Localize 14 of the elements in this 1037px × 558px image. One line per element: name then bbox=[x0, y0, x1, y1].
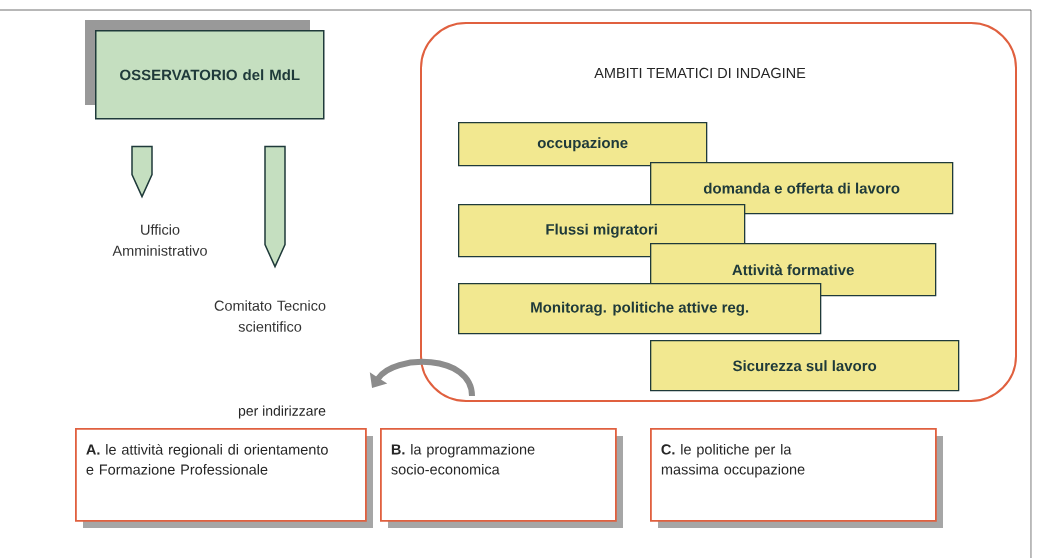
goal-box: A. le attività regionali di orientamento e Formazione Professionale bbox=[75, 428, 373, 528]
topic-box: domanda e offerta di lavoro bbox=[650, 162, 954, 215]
topic-box: Sicurezza sul lavoro bbox=[650, 340, 960, 392]
node-label: Comitato Tecnico scientifico bbox=[214, 300, 326, 332]
topic-box: Flussi migratori bbox=[458, 204, 746, 258]
edge-label: per indirizzare bbox=[238, 405, 326, 419]
goal-box: C. le politiche per la massima occupazione bbox=[650, 428, 943, 528]
block-arrow bbox=[131, 145, 153, 199]
node-label: Ufficio Amministrativo bbox=[112, 224, 207, 256]
topic-box: Monitorag. politiche attive reg. bbox=[458, 283, 822, 335]
goal-box: B. la programmazione socio-economica bbox=[380, 428, 623, 528]
title-box: OSSERVATORIO del MdL bbox=[85, 20, 325, 120]
topic-box: occupazione bbox=[458, 122, 708, 167]
block-arrow bbox=[264, 145, 286, 269]
